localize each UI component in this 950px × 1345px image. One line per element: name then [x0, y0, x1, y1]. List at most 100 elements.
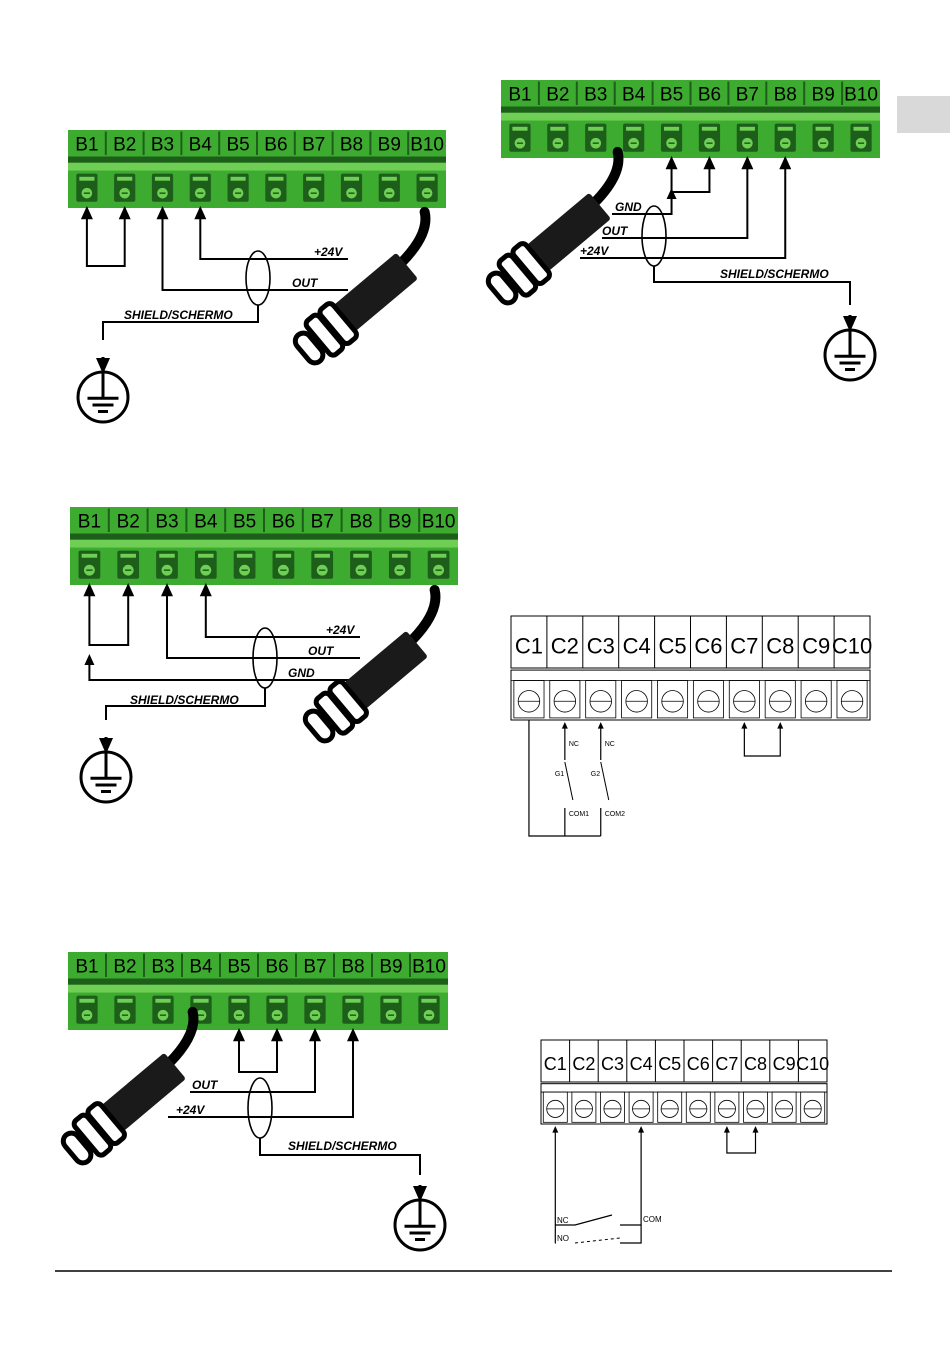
terminal-label: B6 — [272, 511, 295, 532]
sensor-tip — [292, 330, 326, 366]
switch-contact — [564, 761, 574, 801]
cable-shield-ellipse — [247, 1077, 273, 1139]
wire-label-gnd: GND — [288, 666, 315, 680]
screw-slot — [154, 176, 171, 181]
terminal-label: B4 — [189, 956, 213, 977]
screw-housing — [513, 680, 545, 719]
terminal-label: C7 — [715, 1054, 738, 1074]
screw-slot — [701, 126, 718, 131]
sensor-nut — [327, 679, 369, 725]
arrow-head — [597, 722, 604, 729]
screw-slot — [392, 553, 408, 558]
terminal-label: C5 — [658, 1054, 681, 1074]
sensor-nut — [317, 301, 359, 347]
screw-housing — [628, 1091, 654, 1123]
terminal-label: B3 — [584, 84, 607, 105]
screw-slot — [314, 553, 330, 558]
terminal-label: C2 — [572, 1054, 595, 1074]
screw-housing — [800, 1091, 826, 1123]
arrow-head — [309, 1028, 321, 1042]
screw-housing — [692, 680, 724, 719]
terminal-label: B9 — [812, 84, 835, 105]
wire-label-out: OUT — [602, 224, 629, 238]
proximity-sensor-icon — [60, 1006, 199, 1166]
arrow-head — [665, 156, 678, 170]
terminal-label: B8 — [774, 84, 797, 105]
screw-housing — [685, 1091, 711, 1123]
terminal-label: B3 — [151, 134, 174, 155]
arrow-head — [80, 206, 93, 220]
terminal-label: B9 — [379, 956, 402, 977]
terminal-label: B7 — [736, 84, 759, 105]
screw-slot — [626, 126, 642, 131]
terminal-label: B7 — [302, 134, 325, 155]
terminal-label: B7 — [311, 511, 334, 532]
screw-housing — [743, 1091, 768, 1123]
terminal-label: C8 — [766, 633, 794, 658]
screw-slot — [383, 998, 399, 1003]
terminal-label: B6 — [265, 956, 288, 977]
screw-slot — [230, 176, 246, 181]
switch-label-nc2: NC — [605, 741, 615, 748]
terminal-label: B1 — [78, 511, 101, 532]
terminal-label: C10 — [832, 633, 872, 658]
screw-slot — [345, 998, 361, 1003]
wire-label-out: OUT — [292, 276, 319, 290]
arrow-head — [561, 722, 568, 729]
wire-label-24v: +24V — [580, 244, 609, 258]
switch-label-g1: G1 — [555, 771, 564, 778]
wire-label-shield: SHIELD/SCHERMO — [124, 308, 233, 322]
terminal-label: B5 — [227, 956, 250, 977]
terminal-block-bottom — [540, 1083, 828, 1125]
terminal-label: B2 — [546, 84, 569, 105]
proximity-sensor-icon — [302, 584, 441, 744]
terminal-label: B1 — [75, 134, 98, 155]
terminal-block-highlight — [70, 539, 458, 548]
arrow-head — [638, 1126, 645, 1133]
screw-slot — [430, 553, 447, 558]
screw-slot — [777, 126, 793, 131]
terminal-label: B3 — [155, 511, 178, 532]
screw-slot — [307, 998, 323, 1003]
arrow-head — [84, 654, 95, 665]
terminal-block-highlight — [501, 112, 880, 121]
screw-slot — [306, 176, 322, 181]
screw-slot — [159, 553, 175, 558]
proximity-sensor-icon — [292, 206, 431, 366]
terminal-label: B9 — [378, 134, 401, 155]
switch-label-nc: NC — [557, 1216, 569, 1225]
terminal-label: C9 — [773, 1054, 796, 1074]
screw-slot — [512, 126, 528, 131]
screw-housing — [800, 680, 832, 719]
sensor-tip — [302, 708, 336, 744]
screw-housing — [771, 1091, 797, 1123]
wire-label-shield: SHIELD/SCHERMO — [288, 1139, 397, 1153]
screw-slot — [588, 126, 604, 131]
sensor-body — [334, 253, 417, 331]
terminal-label: C4 — [630, 1054, 653, 1074]
screw-slot — [343, 176, 360, 181]
arrow-head — [723, 1126, 730, 1133]
terminal-block-highlight — [68, 162, 446, 171]
screw-slot — [269, 998, 285, 1003]
terminal-label: B8 — [340, 134, 363, 155]
switch-label-nc: NC — [569, 741, 579, 748]
wire-label-24v: +24V — [176, 1103, 205, 1117]
arrow-head — [347, 1028, 359, 1042]
terminal-label: C1 — [515, 633, 543, 658]
switch-label-com1: COM1 — [569, 811, 589, 818]
screw-housing — [836, 680, 868, 719]
screw-slot — [117, 998, 133, 1003]
screw-housing — [657, 1091, 683, 1123]
screw-slot — [120, 553, 136, 558]
earth-ground-icon — [79, 737, 133, 804]
wire-label-24v: +24V — [314, 245, 343, 259]
terminal-label: B10 — [412, 956, 446, 977]
arrow-head — [99, 738, 113, 754]
screw-slot — [155, 998, 171, 1003]
screw-housing — [585, 680, 617, 719]
arrow-head — [752, 1126, 759, 1133]
screw-slot — [236, 553, 253, 558]
arrow-head — [552, 1126, 559, 1133]
